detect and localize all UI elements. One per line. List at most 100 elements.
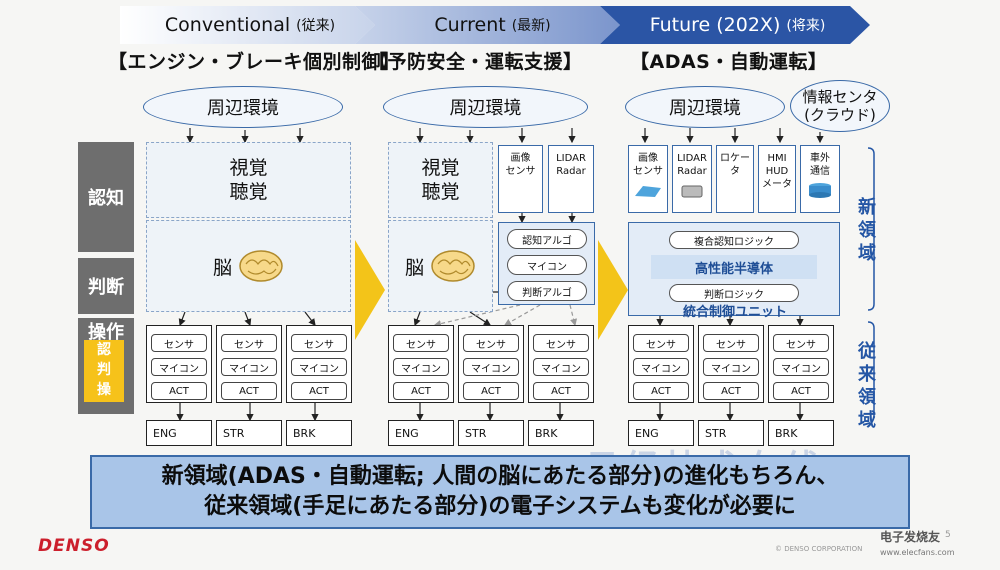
environment-ellipse-future: 周辺環境 (625, 86, 785, 128)
cycle-cognition: 認 (97, 342, 111, 358)
sensor-camera-current: 画像センサ (498, 145, 543, 213)
ecu-microcontroller: マイコン (703, 358, 759, 376)
sensor-label: Radar (677, 166, 707, 177)
side-char: 域 (858, 243, 876, 264)
ecu-actuator: ACT (221, 382, 277, 400)
stage-sublabel: (最新) (511, 18, 551, 34)
environment-ellipse-conventional: 周辺環境 (143, 86, 343, 128)
ecu-stack-engine-conventional: センサ マイコン ACT (146, 325, 212, 403)
brain-box-current: 脳 (388, 220, 493, 312)
side-char: 領 (858, 387, 876, 408)
row-label-operation: 操作 (88, 322, 124, 343)
stage-sublabel: (将来) (786, 18, 826, 34)
row-label-operation-box: 操作 認 判 操 (78, 318, 134, 414)
stage-arrow-current (355, 6, 620, 44)
cycle-badge: 認 判 操 (84, 340, 124, 402)
sensor-label: 通信 (810, 166, 830, 177)
actuator-brk-future: BRK (768, 420, 834, 446)
actuator-brk-current: BRK (528, 420, 594, 446)
stage-arrow-future (600, 6, 870, 44)
ecu-sensor: センサ (291, 334, 347, 352)
stage-sublabel: (従来) (296, 18, 336, 34)
brain-label: 脳 (404, 256, 424, 279)
integrated-control-unit-label: 統合制御ユニット (682, 305, 787, 320)
stage-label: Future (202X) (649, 14, 781, 36)
perception-box-current: 視覚 聴覚 (388, 142, 493, 218)
sensor-label: ロケータ (720, 153, 750, 177)
banner-line-1: 新領域(ADAS・自動運転; 人間の脳にあたる部分)の進化もちろん、 (161, 464, 839, 489)
side-char: 従 (858, 341, 876, 362)
sensor-lidar-future: LIDAR Radar (672, 145, 712, 213)
stage-future: Future (202X) (将来) (620, 6, 855, 44)
ecu-stack-steering-future: センサ マイコン ACT (698, 325, 764, 403)
sensor-locator-future: ロケータ (716, 145, 754, 213)
bracket-new-domain (867, 147, 875, 311)
ecu-microcontroller: マイコン (633, 358, 689, 376)
actuator-str-future: STR (698, 420, 764, 446)
brain-label: 脳 (212, 256, 232, 279)
stage-conventional: Conventional (従来) (140, 6, 360, 44)
hearing-label: 聴覚 (421, 181, 460, 203)
ecu-sensor: センサ (533, 334, 589, 352)
integrated-control-unit: 複合認知ロジック 高性能半導体 判断ロジック 統合制御ユニット (628, 222, 840, 320)
sensor-label: センサ (505, 166, 536, 177)
actuator-eng-future: ENG (628, 420, 694, 446)
ecu-actuator: ACT (393, 382, 449, 400)
ecu-stack-engine-future: センサ マイコン ACT (628, 325, 694, 403)
judgment-logic: 判断ロジック (669, 284, 799, 302)
sensor-label: Radar (556, 166, 586, 177)
judgment-algorithm: 判断アルゴ (507, 281, 587, 301)
sensor-label: LIDAR (556, 153, 586, 164)
ecu-microcontroller: マイコン (221, 358, 277, 376)
side-label-old-domain: 従来領域 (852, 340, 882, 432)
perception-box-conventional: 視覚 聴覚 (146, 142, 351, 218)
stage-label: Conventional (164, 14, 291, 36)
ecu-actuator: ACT (703, 382, 759, 400)
page-number: 5 (945, 530, 951, 540)
cycle-operation: 操 (97, 382, 111, 398)
side-char: 領 (858, 220, 876, 241)
logic-box-current: 認知アルゴ マイコン 判断アルゴ (498, 222, 595, 305)
title-future: 【ADAS・自動運転】 (630, 51, 828, 73)
ecu-sensor: センサ (151, 334, 207, 352)
actuator-str-current: STR (458, 420, 524, 446)
sensor-label: LIDAR (677, 153, 707, 164)
site-url: www.elecfans.com (880, 548, 955, 557)
ecu-actuator: ACT (533, 382, 589, 400)
chevron-arrow-1 (355, 240, 385, 340)
vision-label: 視覚 (421, 157, 460, 179)
microcontroller: マイコン (507, 255, 587, 275)
stage-current: Current(最新) (380, 6, 605, 44)
bracket-old-domain (867, 321, 875, 418)
sensor-v2x-future: 車外通信 (800, 145, 840, 213)
actuator-eng-current: ENG (388, 420, 454, 446)
sensor-camera-future: 画像センサ (628, 145, 668, 213)
side-label-new-domain: 新領域 (852, 196, 882, 265)
ecu-stack-steering-current: センサ マイコン ACT (458, 325, 524, 403)
summary-banner: 新領域(ADAS・自動運転; 人間の脳にあたる部分)の進化もちろん、 従来領域(… (90, 455, 910, 529)
ecu-sensor: センサ (221, 334, 277, 352)
ecu-microcontroller: マイコン (393, 358, 449, 376)
side-char: 来 (858, 364, 876, 385)
server-icon (809, 183, 831, 198)
banner-line-2: 従来領域(手足にあたる部分)の電子システムも変化が必要に (204, 494, 796, 519)
denso-logo: DENSO (38, 536, 110, 556)
ecu-stack-engine-current: センサ マイコン ACT (388, 325, 454, 403)
site-logo-text: 电子发烧友 (880, 530, 941, 544)
stage-arrow-conventional (120, 6, 375, 44)
hearing-label: 聴覚 (229, 181, 268, 203)
ecu-sensor: センサ (463, 334, 519, 352)
ecu-stack-brake-current: センサ マイコン ACT (528, 325, 594, 403)
ecu-stack-brake-conventional: センサ マイコン ACT (286, 325, 352, 403)
copyright-text: © DENSO CORPORATION (775, 545, 863, 553)
ecu-actuator: ACT (633, 382, 689, 400)
sensor-label: 画像 (510, 153, 531, 164)
actuator-eng-conventional: ENG (146, 420, 212, 446)
radar-icon (681, 185, 703, 198)
row-label-judgment: 判断 (78, 258, 134, 314)
ecu-sensor: センサ (773, 334, 829, 352)
side-char: 新 (858, 197, 876, 218)
brain-box-conventional: 脳 (146, 220, 351, 312)
info-center-label: 情報センタ (802, 88, 878, 106)
